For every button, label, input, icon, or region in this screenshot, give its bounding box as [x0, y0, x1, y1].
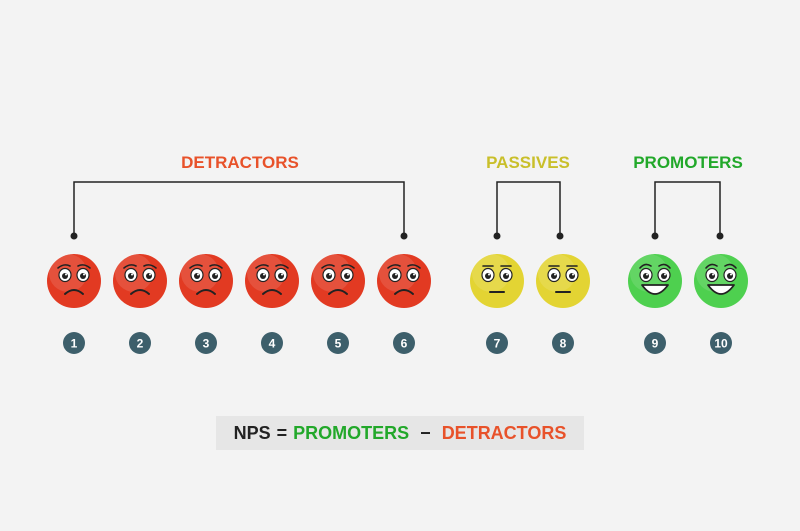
score-number: 1: [71, 337, 78, 351]
sad-face-icon: [245, 254, 299, 308]
bracket-dot: [493, 232, 501, 240]
formula-equals-sign: =: [276, 422, 288, 443]
score-number: 6: [401, 337, 408, 351]
score-number: 4: [269, 337, 276, 351]
formula-nps-label: NPS: [233, 422, 271, 443]
neutral-face-icon: [536, 254, 590, 308]
bracket-dot: [70, 232, 78, 240]
nps-formula: NPS = PROMOTERS − DETRACTORS: [216, 416, 584, 450]
score-badge: 2: [129, 332, 151, 354]
happy-face-icon: [694, 254, 748, 308]
score-badge: 10: [710, 332, 732, 354]
sad-face-icon: [47, 254, 101, 308]
group-label-promoters: PROMOTERS: [633, 153, 743, 172]
score-badge: 5: [327, 332, 349, 354]
formula-promoters-label: PROMOTERS: [293, 422, 410, 443]
formula-detractors-label: DETRACTORS: [441, 422, 567, 443]
score-badge: 4: [261, 332, 283, 354]
sad-face-icon: [179, 254, 233, 308]
score-number: 10: [714, 337, 728, 351]
group-label-passives: PASSIVES: [486, 153, 570, 172]
sad-face-icon: [113, 254, 167, 308]
score-number: 9: [652, 337, 659, 351]
sad-face-icon: [377, 254, 431, 308]
score-badge: 6: [393, 332, 415, 354]
sad-face-icon: [311, 254, 365, 308]
score-number: 2: [137, 337, 144, 351]
bracket-dot: [651, 232, 659, 240]
bracket-dot: [556, 232, 564, 240]
formula-minus-sign: −: [420, 422, 431, 443]
score-badge: 7: [486, 332, 508, 354]
neutral-face-icon: [470, 254, 524, 308]
score-badge: 3: [195, 332, 217, 354]
score-number: 5: [335, 337, 342, 351]
group-label-detractors: DETRACTORS: [181, 153, 299, 172]
score-badge: 8: [552, 332, 574, 354]
score-number: 7: [494, 337, 501, 351]
score-number: 8: [560, 337, 567, 351]
group-bracket: [496, 181, 561, 236]
group-bracket: [654, 181, 721, 236]
score-badge: 1: [63, 332, 85, 354]
bracket-dot: [716, 232, 724, 240]
group-bracket: [73, 181, 405, 236]
score-number: 3: [203, 337, 210, 351]
bracket-dot: [400, 232, 408, 240]
happy-face-icon: [628, 254, 682, 308]
score-badge: 9: [644, 332, 666, 354]
